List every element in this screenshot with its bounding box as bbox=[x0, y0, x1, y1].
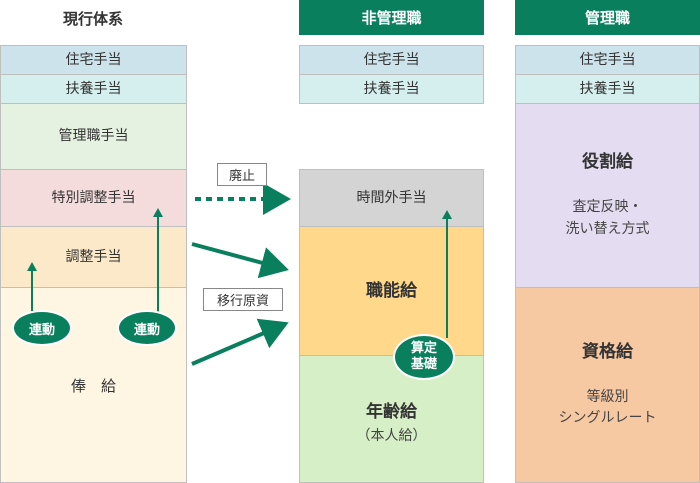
role-pay: 役割給 査定反映・ 洗い替え方式 bbox=[515, 103, 700, 288]
grade-pay-note: 等級別 シングルレート bbox=[559, 387, 657, 430]
transfer-arrow-lower bbox=[191, 318, 289, 366]
grade-pay-note-line-1: 等級別 bbox=[586, 388, 629, 405]
non-manager-housing-allowance: 住宅手当 bbox=[299, 45, 484, 75]
current-system-header: 現行体系 bbox=[62, 10, 123, 28]
calc-basis-line-2: 基礎 bbox=[410, 357, 437, 372]
grade-pay-label: 資格給 bbox=[582, 341, 633, 362]
calc-basis-badge: 算定 基礎 bbox=[393, 334, 455, 380]
manager-dependents-allowance: 扶養手当 bbox=[515, 74, 700, 104]
skill-pay: 職能給 bbox=[299, 226, 484, 356]
calc-basis-line-1: 算定 bbox=[410, 340, 437, 356]
link-badge-right: 連動 bbox=[117, 310, 177, 346]
role-pay-note: 査定反映・ 洗い替え方式 bbox=[566, 197, 650, 240]
link-badge-left: 連動 bbox=[12, 310, 72, 346]
base-salary-label: 俸 給 bbox=[70, 377, 116, 395]
manager-allowance: 管理職手当 bbox=[0, 103, 187, 170]
manager-header: 管理職 bbox=[515, 0, 700, 35]
current-housing-allowance: 住宅手当 bbox=[0, 45, 187, 75]
grade-pay: 資格給 等級別 シングルレート bbox=[515, 287, 700, 483]
role-pay-label: 役割給 bbox=[582, 152, 633, 173]
role-pay-note-line-2: 洗い替え方式 bbox=[565, 220, 650, 237]
manager-housing-allowance: 住宅手当 bbox=[515, 45, 700, 75]
transfer-source-tag: 移行原資 bbox=[203, 288, 283, 311]
non-manager-header: 非管理職 bbox=[299, 0, 484, 35]
current-dependents-allowance: 扶養手当 bbox=[0, 74, 187, 104]
skill-pay-label: 職能給 bbox=[366, 280, 417, 301]
transfer-arrow-upper bbox=[191, 242, 289, 279]
age-pay-note: （本人給） bbox=[356, 428, 427, 445]
special-adjustment-allowance: 特別調整手当 bbox=[0, 169, 187, 227]
non-manager-dependents-allowance: 扶養手当 bbox=[299, 74, 484, 104]
role-pay-note-line-1: 査定反映・ bbox=[572, 199, 643, 216]
age-pay-label: 年齢給 bbox=[366, 401, 417, 422]
grade-pay-note-line-2: シングルレート bbox=[558, 410, 657, 427]
abolished-tag: 廃止 bbox=[217, 163, 267, 186]
age-pay: 年齢給 （本人給） bbox=[299, 355, 484, 483]
overtime-allowance: 時間外手当 bbox=[299, 169, 484, 227]
